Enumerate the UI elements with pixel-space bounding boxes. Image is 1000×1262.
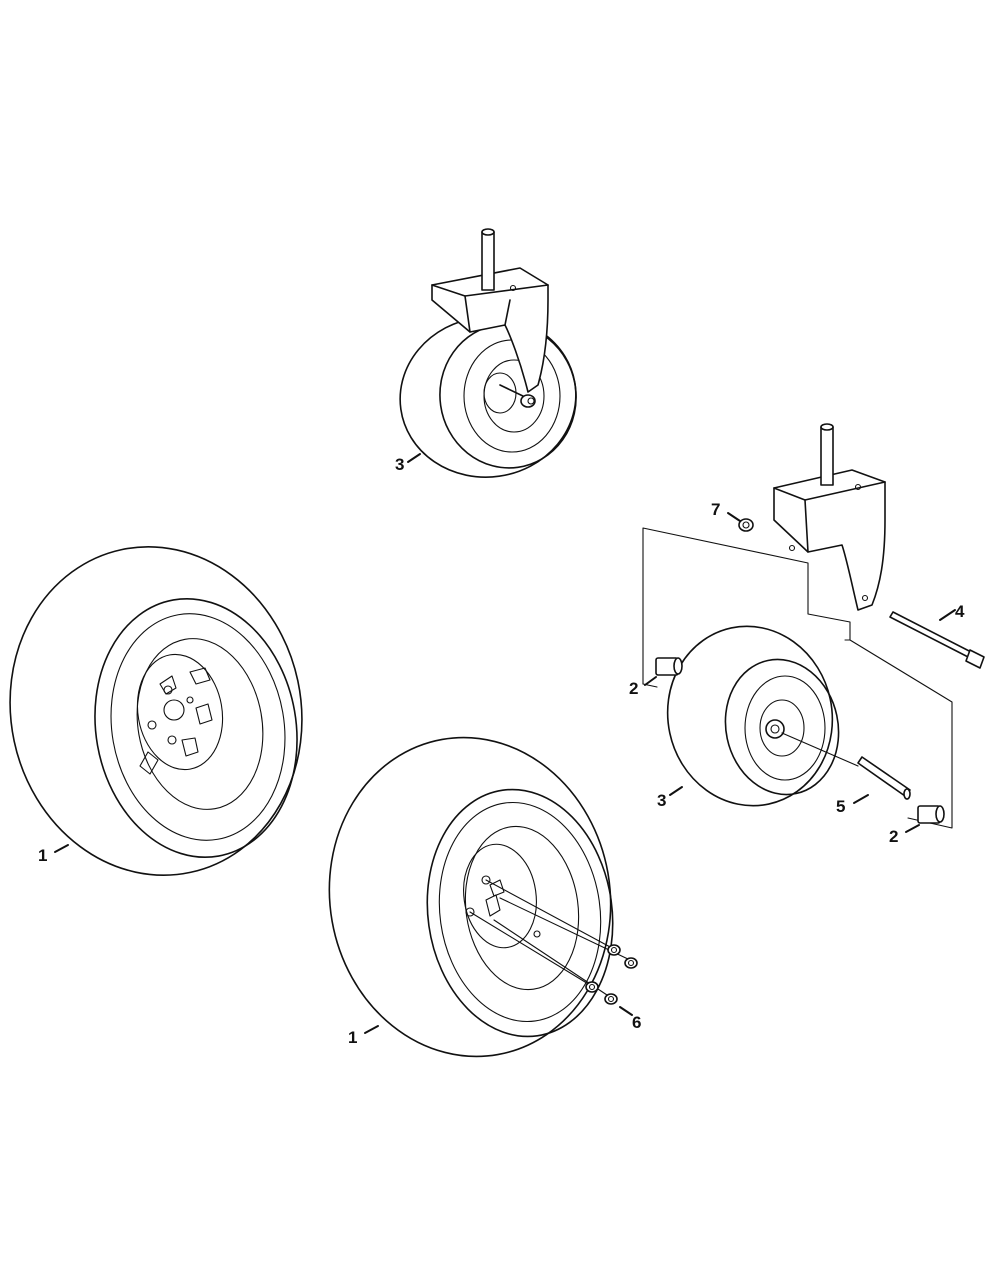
callout-6: 6 bbox=[632, 1013, 641, 1032]
caster-assembly-exploded bbox=[642, 423, 985, 829]
leader-1a bbox=[54, 844, 69, 853]
callout-3-right: 3 bbox=[657, 791, 666, 810]
leader-7 bbox=[727, 512, 741, 522]
callout-1-center: 1 bbox=[348, 1028, 357, 1047]
callout-3-top: 3 bbox=[395, 455, 404, 474]
leader-6 bbox=[619, 1006, 633, 1016]
leader-2b bbox=[905, 824, 920, 833]
leader-2a bbox=[644, 676, 657, 686]
callout-4: 4 bbox=[955, 602, 965, 621]
callout-2-left: 2 bbox=[629, 679, 638, 698]
leader-1b bbox=[364, 1025, 379, 1034]
caster-assembly-top bbox=[399, 228, 577, 478]
callout-7: 7 bbox=[711, 500, 720, 519]
callout-1-left: 1 bbox=[38, 846, 47, 865]
drive-wheel-center bbox=[328, 736, 638, 1058]
leader-5 bbox=[853, 794, 869, 804]
leader-3a bbox=[407, 453, 421, 463]
leader-4 bbox=[939, 609, 956, 621]
callout-2-right: 2 bbox=[889, 827, 898, 846]
drive-wheel-left bbox=[9, 546, 303, 876]
callout-5: 5 bbox=[836, 797, 845, 816]
leader-3b bbox=[669, 786, 683, 796]
